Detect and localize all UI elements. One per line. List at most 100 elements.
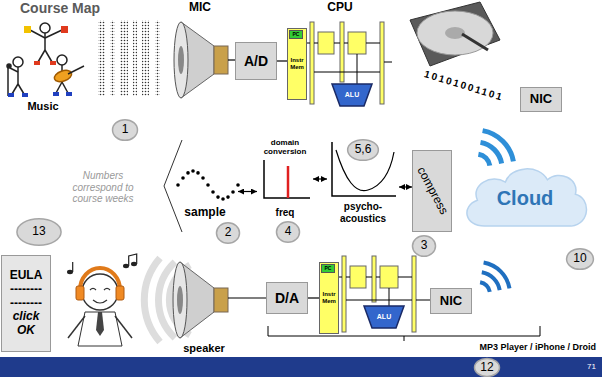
alu-unit-outline [332,84,372,106]
mic-speaker-icon [228,59,235,60]
callout-number-outline [17,219,61,245]
device-bracket [268,326,540,336]
cpu-datapath [412,256,416,332]
node-text: 2 [225,226,232,240]
sine-samples [206,183,210,187]
cpu-datapath [416,300,430,301]
sine-samples [231,190,235,194]
connector-arrow [399,186,412,187]
footer-bar [0,357,602,377]
cpu-datapath [357,54,358,84]
cpu-datapath [366,277,372,278]
mic-speaker-icon [214,46,228,74]
listener-figure [115,316,132,338]
node-text: click OK [5,310,47,338]
wifi-symbol [478,131,513,166]
musicians-figure [68,66,84,74]
node-text: 12 [480,361,493,375]
musicians-figure [10,68,18,72]
callout-number-outline [216,223,239,244]
cpu-datapath [306,22,392,104]
node-text: sample [184,206,225,220]
musicians-figure [13,57,23,67]
cpu-datapath [389,288,390,306]
wifi-symbol [482,272,500,290]
sine-samples [221,197,225,201]
sine-samples [226,195,230,199]
register-block: PC [321,264,335,273]
cpu-datapath [338,256,430,332]
sine-samples [236,183,240,187]
node-text: 4 [285,225,292,239]
sound-wave-dots [110,20,115,96]
process-box: D/A [266,282,308,314]
cpu-datapath [314,43,318,44]
memory-block: Instr MemPC [319,262,339,334]
musicians-figure [34,61,40,65]
musicians-figure [56,82,62,93]
frequency-plot [264,160,310,198]
alu-unit-outline [364,306,404,328]
eula-box: EULA----------------click OK [1,255,51,352]
hard-drive-picture [462,34,488,50]
speaker-icon [173,262,266,338]
musicians-figure [45,50,52,62]
callout-number-outline [475,359,500,377]
cpu-datapath [318,32,334,54]
connector-arrow [308,297,319,298]
node-text: Cloud [497,187,554,210]
frequency-plot [264,160,310,198]
cpu-datapath [334,43,340,44]
callout-number: 13 [16,218,62,246]
node-text: PC [293,32,300,38]
part-label: Music [18,100,68,113]
node-text: -------- [10,297,42,311]
sound-wave-dots [133,20,137,96]
cloud-shape-outline [467,169,587,226]
mic-label: MIC [178,1,222,15]
device-bracket [404,336,405,341]
hard-drive-picture [410,2,500,66]
musicians-figure [8,93,14,97]
wifi-symbol [478,154,489,165]
cpu-datapath [310,22,314,104]
wifi-symbol [480,282,490,292]
listener-figure [72,262,73,272]
node-text: NIC [530,92,552,107]
node-text: Instr Mem [289,57,305,71]
hard-drive-picture [445,27,465,39]
part-label: speaker [172,342,236,355]
node-text: 1 [122,123,129,137]
device-bracket [268,326,540,341]
sine-samples [176,169,240,201]
listener-figure [129,254,137,266]
speaker-icon [214,288,228,312]
cpu-datapath [346,300,412,301]
cpu-datapath [314,72,380,73]
node-text: ALU [377,313,391,321]
musicians-figure [50,61,56,65]
wifi-symbol [483,131,514,162]
signal-graph: domain conversionfreq [257,138,313,218]
callout-number-outline [567,249,594,270]
cpu-datapath [376,277,380,278]
note-text: Numbers correspond to course weeks [67,170,139,205]
musicians-figure [44,33,46,50]
hard-drive-picture [417,11,493,55]
process-box: A/D [235,42,277,80]
node-text: EULA [10,269,43,283]
node-text: 3 [421,239,428,253]
cpu-datapath [346,277,350,278]
callout-number: 12 [474,358,500,377]
node-text: A/D [244,53,268,69]
sound-wave-dots [98,20,105,96]
sound-wave-dots [120,20,128,96]
sine-samples [196,171,200,175]
cpu-datapath [398,277,412,278]
callout-number: 3 [412,235,436,257]
musicians-figure [53,92,59,96]
node-text: freq [276,207,295,219]
musicians-figure [17,67,19,84]
cpu-datapath [372,256,376,302]
